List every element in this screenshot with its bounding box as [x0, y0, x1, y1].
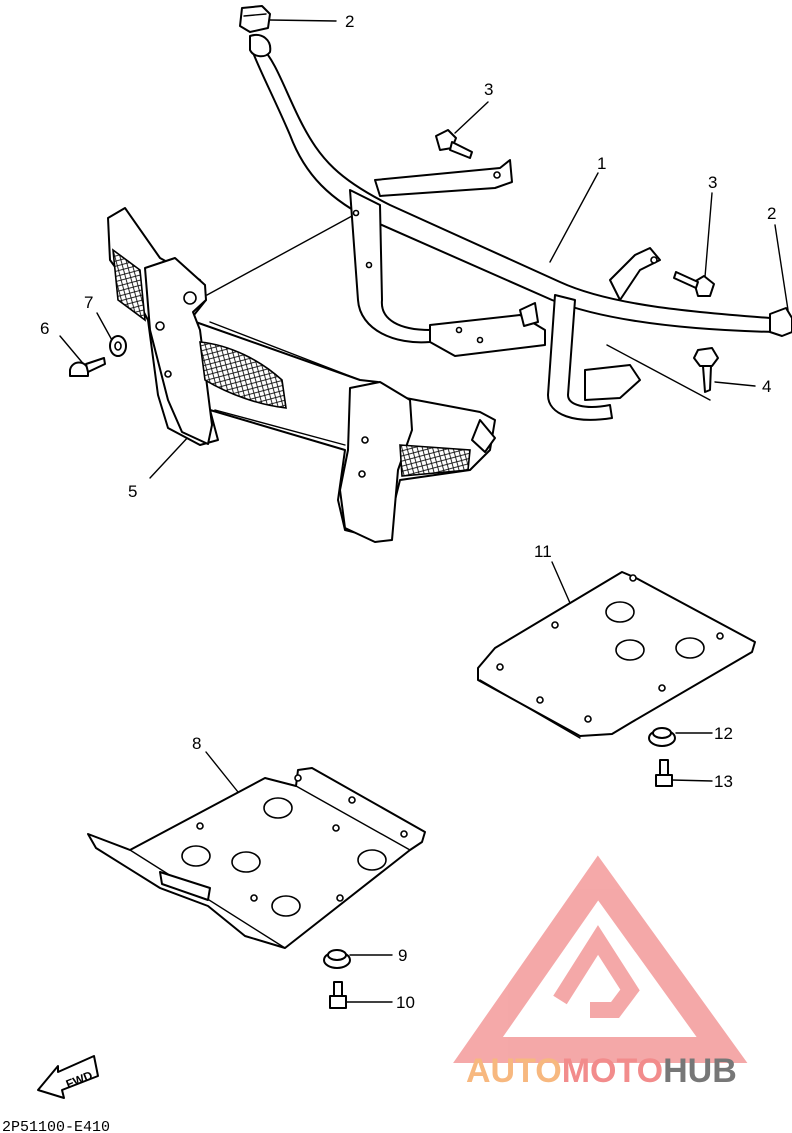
screw-part-6	[69, 357, 106, 377]
grommet-part-2-left	[239, 5, 271, 33]
bolt-part-4	[693, 347, 719, 393]
collar-part-9	[323, 949, 351, 969]
watermark-hub: HUB	[663, 1052, 737, 1090]
callout-1: 1	[597, 154, 606, 173]
bolt-part-13	[655, 759, 673, 787]
watermark-logo-icon	[453, 855, 748, 1063]
callout-3-right: 3	[708, 173, 717, 192]
watermark-text: AUTOMOTOHUB	[466, 1052, 737, 1090]
grommet-part-2-right	[769, 307, 792, 337]
callout-3-left: 3	[484, 80, 493, 99]
washer-part-7	[109, 335, 127, 357]
front-guard-frame	[206, 34, 775, 421]
bolt-part-3-left	[435, 129, 473, 159]
collar-part-12	[648, 727, 676, 747]
callout-5: 5	[128, 482, 137, 501]
callout-4: 4	[762, 377, 771, 396]
svg-text:AUTOMOTOHUB: AUTOMOTOHUB	[466, 1052, 737, 1090]
watermark-moto: MOTO	[562, 1052, 663, 1090]
callout-2-right: 2	[767, 204, 776, 223]
callout-10: 10	[396, 993, 415, 1012]
bolt-part-3-right	[673, 271, 715, 297]
callout-9: 9	[398, 946, 407, 965]
callout-12: 12	[714, 724, 733, 743]
callout-8: 8	[192, 734, 201, 753]
skid-plate-upper	[477, 571, 756, 739]
callout-7: 7	[84, 293, 93, 312]
callout-2-top: 2	[345, 12, 354, 31]
fwd-arrow-icon: FWD	[37, 1055, 99, 1099]
callout-labels: 1 2 2 3 3 4 5 6 7 8 9 10 11 12 13	[40, 12, 776, 1012]
callout-11: 11	[534, 542, 552, 561]
front-bumper	[107, 207, 496, 543]
skid-plate-lower	[87, 767, 426, 949]
callout-6: 6	[40, 319, 49, 338]
watermark-auto: AUTO	[466, 1052, 562, 1090]
leader-lines	[59, 19, 789, 1003]
drawing-code: 2P51100-E410	[2, 1119, 110, 1133]
callout-13: 13	[714, 772, 733, 791]
bolt-part-10	[329, 981, 347, 1009]
